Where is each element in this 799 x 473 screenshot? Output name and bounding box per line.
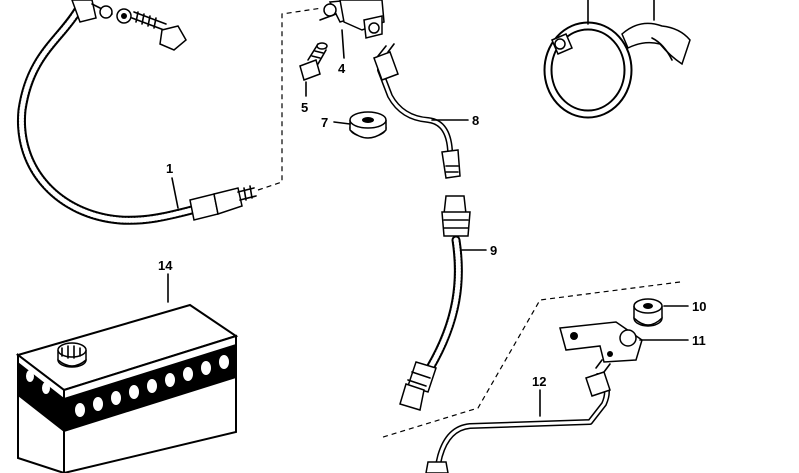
part-7-grommet[interactable] [349,111,387,139]
bracket-clip[interactable] [621,0,691,66]
callout-5: 5 [301,100,308,115]
callout-4: 4 [338,61,346,76]
callout-14: 14 [158,258,173,273]
part-10-grommet[interactable] [633,298,663,327]
part-8-brake-pipe[interactable] [373,43,461,179]
part-14-battery[interactable] [15,303,239,473]
callout-11: 11 [692,333,706,348]
callout-10: 10 [692,299,706,314]
leader-line-4 [341,29,345,59]
part-5-bleed-screw[interactable] [299,42,328,81]
dashed-connector-1 [257,7,323,191]
dashed-connector-2 [379,281,681,439]
callout-1: 1 [166,161,173,176]
callout-8: 8 [472,113,479,128]
part-12-brake-pipe[interactable] [425,359,611,473]
leader-line-1 [171,177,179,209]
callout-12: 12 [532,374,546,389]
part-1-brake-hose[interactable] [16,0,257,225]
battery-cell-caps [26,355,229,417]
part-4-junction-block[interactable] [319,0,385,39]
callout-9: 9 [490,243,497,258]
hose-clamp[interactable] [543,0,633,119]
leader-line-7 [333,121,351,125]
callout-7: 7 [321,115,328,130]
part-11-mounting-bracket[interactable] [559,321,643,363]
part-9-brake-hose[interactable] [399,195,471,411]
